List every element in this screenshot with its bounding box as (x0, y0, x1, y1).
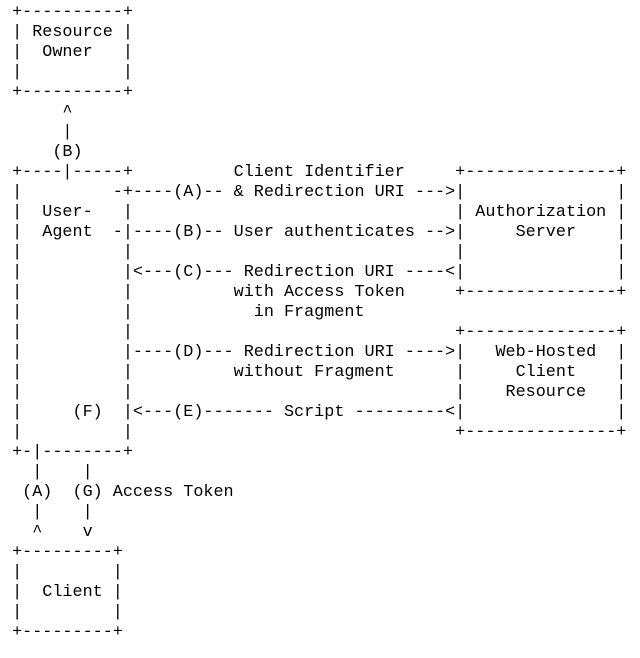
ascii-flow-diagram-text: +----------+ | Resource | | Owner | | | … (12, 3, 627, 642)
